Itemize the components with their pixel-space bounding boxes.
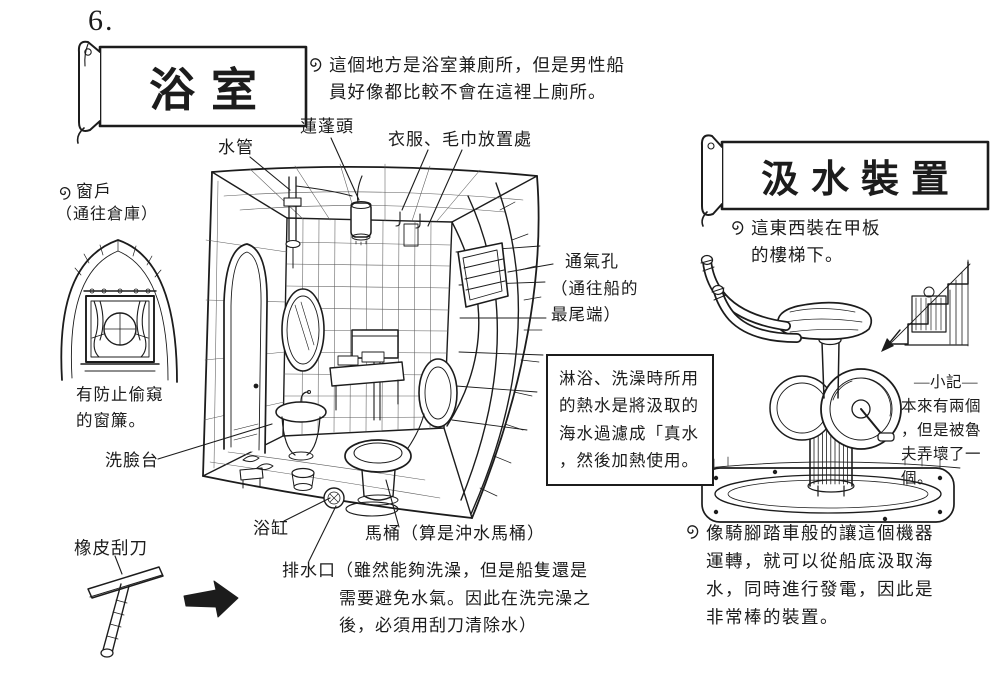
label-window: 窗戶 [76, 182, 112, 201]
spiral-icon [732, 221, 744, 235]
label-vent: 通氣孔 [565, 252, 619, 271]
spiral-icon [59, 186, 71, 200]
hot-water-note-box: 淋浴、洗澡時所用的熱水是將汲取的海水過濾成「真水，然後加熱使用。 [546, 354, 714, 486]
label-toilet: 馬桶（算是沖水馬桶） [365, 524, 545, 543]
bathroom-intro-text: 這個地方是浴室兼廁所，但是男性船員好像都比較不會在這裡上廁所。 [329, 55, 625, 103]
bathroom-intro-note: 這個地方是浴室兼廁所，但是男性船員好像都比較不會在這裡上廁所。 [306, 52, 631, 106]
bathroom-banner-scroll [76, 40, 308, 144]
label-window-sub: （通往倉庫） [56, 206, 159, 224]
label-bathtub: 浴缸 [253, 519, 289, 538]
bathroom-title: 浴室 [149, 64, 273, 116]
pump-description: 像騎腳踏車般的讓這個機器運轉，就可以從船底汲取海水，同時進行發電，因此是非常棒的… [683, 519, 938, 631]
stairs-sketch [881, 259, 971, 352]
bathroom-sketch [202, 163, 547, 519]
pump-description-text: 像騎腳踏車般的讓這個機器運轉，就可以從船底汲取海水，同時進行發電，因此是非常棒的… [706, 523, 934, 627]
spiral-icon [687, 525, 699, 539]
pump-side-note: —小記— 本來有兩個，但是被魯夫弄壞了一個。 [901, 371, 991, 491]
pump-sketch [687, 254, 961, 523]
label-window-group: 窗戶 （通往倉庫） [56, 181, 158, 226]
leader-lines [114, 137, 554, 575]
pump-side-note-body: 本來有兩個，但是被魯夫弄壞了一個。 [901, 398, 982, 488]
label-clothes-towel-rack: 衣服、毛巾放置處 [388, 130, 532, 149]
squeegee-sketch [87, 566, 164, 658]
pump-banner-scroll [700, 134, 990, 227]
drain-note: 排水口（雖然能夠洗澡，但是船隻還是需要避免水氣。因此在洗完澡之後，必須用刮刀清除… [282, 561, 591, 636]
thick-right-arrow-icon [183, 580, 239, 618]
window-sketch [60, 239, 178, 383]
spiral-icon [310, 58, 322, 72]
pump-location-note: 這東西裝在甲板的樓梯下。 [728, 215, 885, 269]
curtain-note: 有防止偷窺的窗簾。 [76, 385, 164, 430]
pump-location-text: 這東西裝在甲板的樓梯下。 [751, 218, 881, 266]
label-vent-group: 通氣孔 （通往船的最尾端） [551, 251, 645, 327]
page-number: 6. [88, 4, 115, 37]
pump-title: 汲水裝置 [760, 159, 961, 201]
label-shower-head: 蓮蓬頭 [300, 117, 354, 136]
label-washbasin: 洗臉台 [105, 451, 159, 470]
label-vent-sub: （通往船的最尾端） [551, 279, 639, 324]
label-squeegee: 橡皮刮刀 [74, 538, 148, 558]
pump-side-note-title: —小記— [913, 374, 978, 391]
label-water-pipe: 水管 [218, 138, 254, 157]
